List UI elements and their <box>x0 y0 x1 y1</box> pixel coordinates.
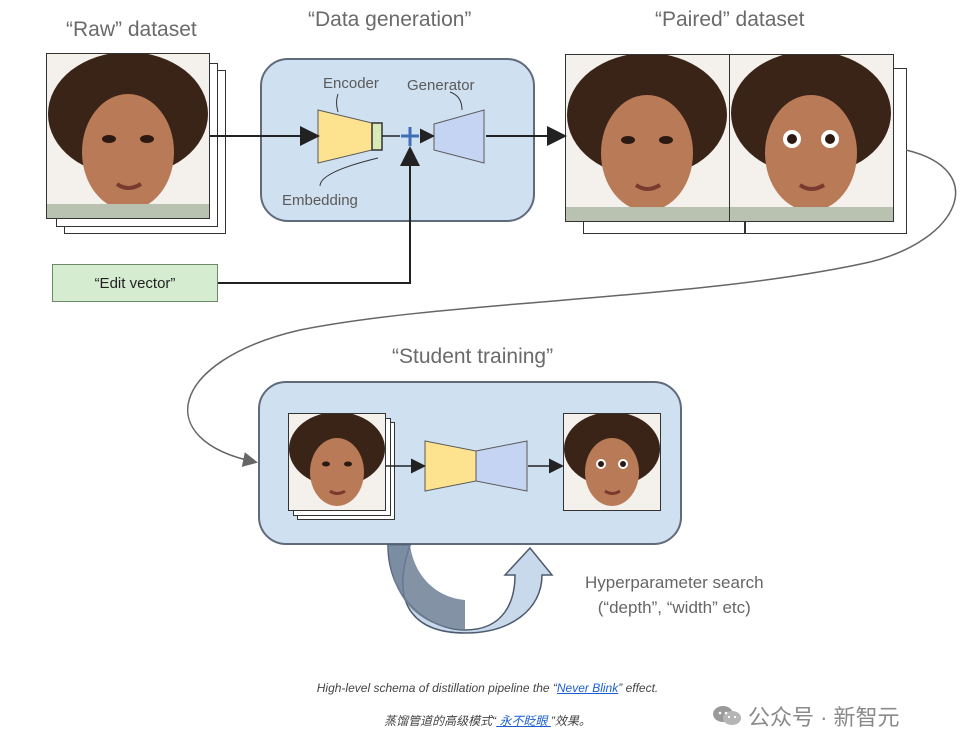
caption-zh-prefix: 蒸馏管道的高级模式“ <box>384 714 497 728</box>
caption-chinese: 蒸馏管道的高级模式“ 永不眨眼 ”效果。 <box>0 712 975 729</box>
edit-vector-box: “Edit vector” <box>52 264 218 302</box>
raw-face-image <box>46 53 210 219</box>
plus-icon <box>401 127 419 146</box>
paired-face-left-image <box>565 54 730 222</box>
watermark: 公众号 · 新智元 <box>712 700 900 732</box>
raw-dataset-title: “Raw” dataset <box>66 18 197 41</box>
caption-en-suffix: ” effect. <box>618 681 659 695</box>
hyperparameter-search-label: Hyperparameter search (“depth”, “width” … <box>585 570 764 620</box>
hyperparameter-line-1: Hyperparameter search <box>585 573 764 592</box>
student-encoder-shape <box>424 440 477 492</box>
generator-shape <box>433 109 485 164</box>
encoder-label: Encoder <box>323 75 379 92</box>
student-output-face-image <box>563 413 661 511</box>
student-training-title: “Student training” <box>392 345 554 368</box>
wechat-icon <box>713 706 741 725</box>
embedding-label: Embedding <box>282 192 358 209</box>
embedding-shape <box>371 122 383 151</box>
hyperparameter-line-2: (“depth”, “width” etc) <box>597 598 751 617</box>
never-blink-link[interactable]: Never Blink <box>556 681 619 695</box>
student-generator-shape <box>475 440 528 492</box>
edit-vector-label: “Edit vector” <box>94 274 176 292</box>
paired-face-right-image <box>729 54 894 222</box>
caption-english: High-level schema of distillation pipeli… <box>0 681 975 695</box>
never-blink-zh-link[interactable]: 永不眨眼 <box>496 714 551 728</box>
caption-zh-suffix: ”效果。 <box>550 714 591 728</box>
caption-en-prefix: High-level schema of distillation pipeli… <box>316 681 557 695</box>
data-generation-title: “Data generation” <box>308 8 472 31</box>
student-input-face-image <box>288 413 386 511</box>
paired-dataset-title: “Paired” dataset <box>655 8 805 31</box>
encoder-shape <box>317 109 373 164</box>
generator-label: Generator <box>407 77 475 94</box>
watermark-text: 公众号 · 新智元 <box>748 705 900 730</box>
